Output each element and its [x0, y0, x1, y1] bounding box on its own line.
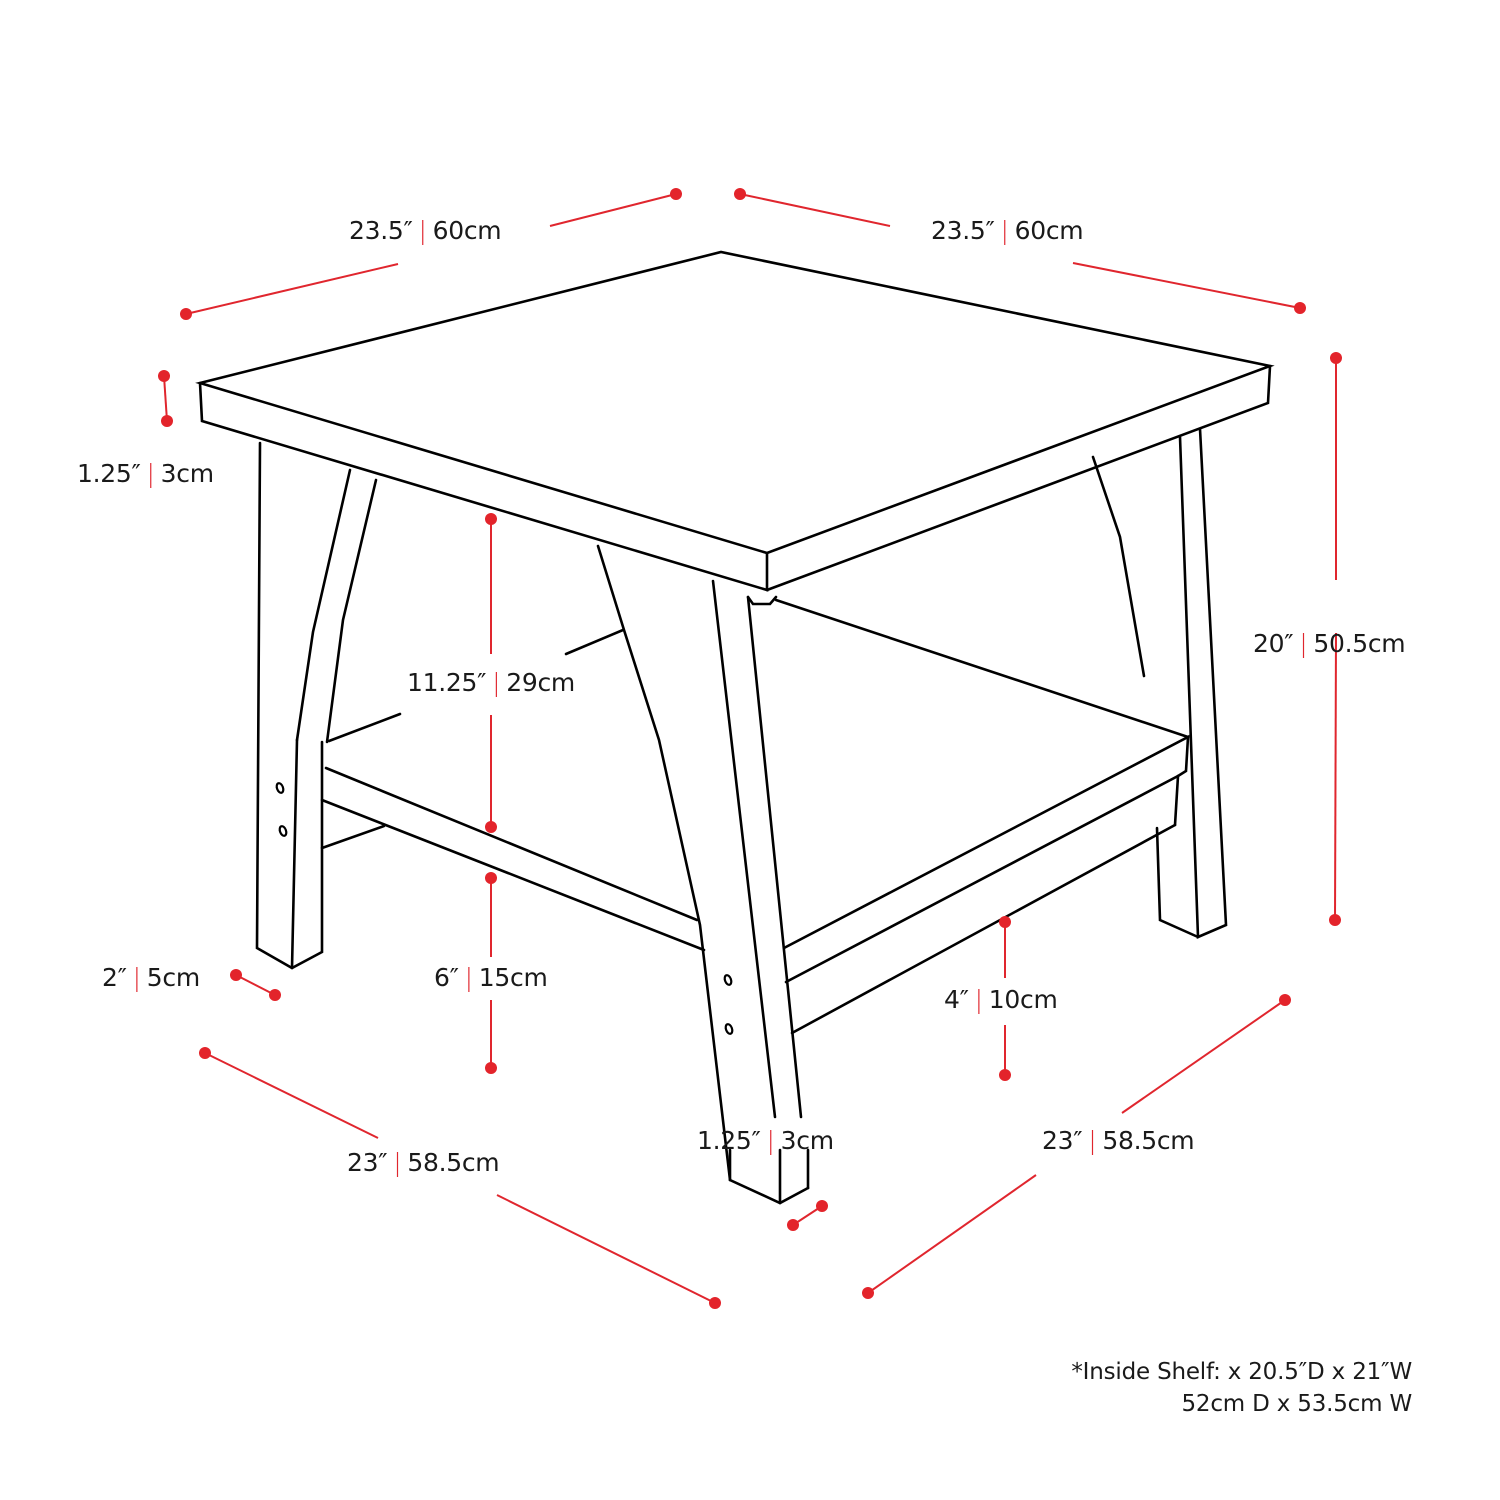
back-apron	[327, 598, 1190, 743]
separator: |	[492, 668, 501, 697]
inside-shelf-imperial: *Inside Shelf: x 20.5″D x 21″W	[1071, 1359, 1412, 1385]
metric-value: 3cm	[160, 459, 214, 488]
metric-value: 3cm	[780, 1126, 834, 1155]
imperial-value: 23″	[1042, 1126, 1083, 1155]
metric-value: 58.5cm	[407, 1148, 500, 1177]
tabletop	[195, 250, 1275, 592]
inside-shelf-note: *Inside Shelf: x 20.5″D x 21″W 52cm D x …	[1071, 1356, 1412, 1420]
dim-shelf-clearance	[485, 513, 497, 833]
separator: |	[766, 1126, 775, 1155]
label-base-right-depth: 23″|58.5cm	[1042, 1126, 1195, 1155]
separator: |	[1088, 1126, 1097, 1155]
separator: |	[132, 963, 141, 992]
imperial-value: 6″	[434, 963, 459, 992]
label-leg-thickness: 1.25″|3cm	[697, 1128, 834, 1153]
dim-total-height	[1329, 352, 1342, 926]
metric-value: 5cm	[146, 963, 200, 992]
imperial-value: 23.5″	[931, 216, 995, 245]
separator: |	[1299, 629, 1308, 658]
label-top-thickness: 1.25″|3cm	[77, 461, 214, 486]
dim-leg-thickness	[787, 1200, 828, 1231]
label-leg-width: 2″|5cm	[102, 965, 200, 990]
lower-shelf	[320, 734, 1190, 1035]
screw-hole-icon	[724, 1023, 734, 1035]
metric-value: 60cm	[432, 216, 502, 245]
imperial-value: 4″	[944, 985, 969, 1014]
imperial-value: 20″	[1253, 629, 1294, 658]
dim-leg-width	[230, 969, 281, 1001]
screw-hole-icon	[275, 782, 285, 794]
label-total-height: 20″|50.5cm	[1253, 629, 1406, 658]
separator: |	[974, 985, 983, 1014]
separator: |	[1000, 216, 1009, 245]
dim-shelf-height	[485, 872, 497, 1074]
imperial-value: 1.25″	[77, 459, 141, 488]
metric-value: 60cm	[1014, 216, 1084, 245]
label-shelf-height: 6″|15cm	[434, 965, 548, 990]
dimension-lines	[158, 188, 1342, 1309]
metric-value: 10cm	[988, 985, 1058, 1014]
dim-base-right-depth	[862, 994, 1291, 1299]
metric-value: 15cm	[478, 963, 548, 992]
screw-hole-icon	[723, 974, 733, 986]
screw-holes	[275, 782, 734, 1035]
dim-top-thickness	[158, 370, 173, 427]
imperial-value: 11.25″	[407, 668, 487, 697]
label-top-right-depth: 23.5″|60cm	[931, 216, 1084, 245]
dim-base-left-width	[199, 1047, 721, 1309]
separator: |	[146, 459, 155, 488]
label-shelf-clearance: 11.25″|29cm	[407, 670, 575, 695]
screw-hole-icon	[278, 825, 288, 837]
inside-shelf-metric: 52cm D x 53.5cm W	[1181, 1391, 1413, 1417]
imperial-value: 23″	[347, 1148, 388, 1177]
metric-value: 29cm	[506, 668, 575, 697]
imperial-value: 23.5″	[349, 216, 413, 245]
metric-value: 50.5cm	[1313, 629, 1406, 658]
label-shelf-apron: 4″|10cm	[944, 987, 1058, 1012]
dim-top-right-depth	[734, 188, 1306, 314]
table-line-art	[195, 250, 1275, 1205]
dim-top-left-width	[180, 188, 682, 320]
imperial-value: 1.25″	[697, 1126, 761, 1155]
leg-right	[1091, 427, 1228, 939]
separator: |	[393, 1148, 402, 1177]
label-base-left-width: 23″|58.5cm	[347, 1148, 500, 1177]
leg-front	[596, 544, 810, 1205]
metric-value: 58.5cm	[1102, 1126, 1195, 1155]
label-top-left-width: 23.5″|60cm	[349, 216, 502, 245]
imperial-value: 2″	[102, 963, 127, 992]
separator: |	[418, 216, 427, 245]
leg-left	[255, 441, 378, 970]
dim-shelf-apron	[999, 916, 1011, 1081]
separator: |	[464, 963, 473, 992]
